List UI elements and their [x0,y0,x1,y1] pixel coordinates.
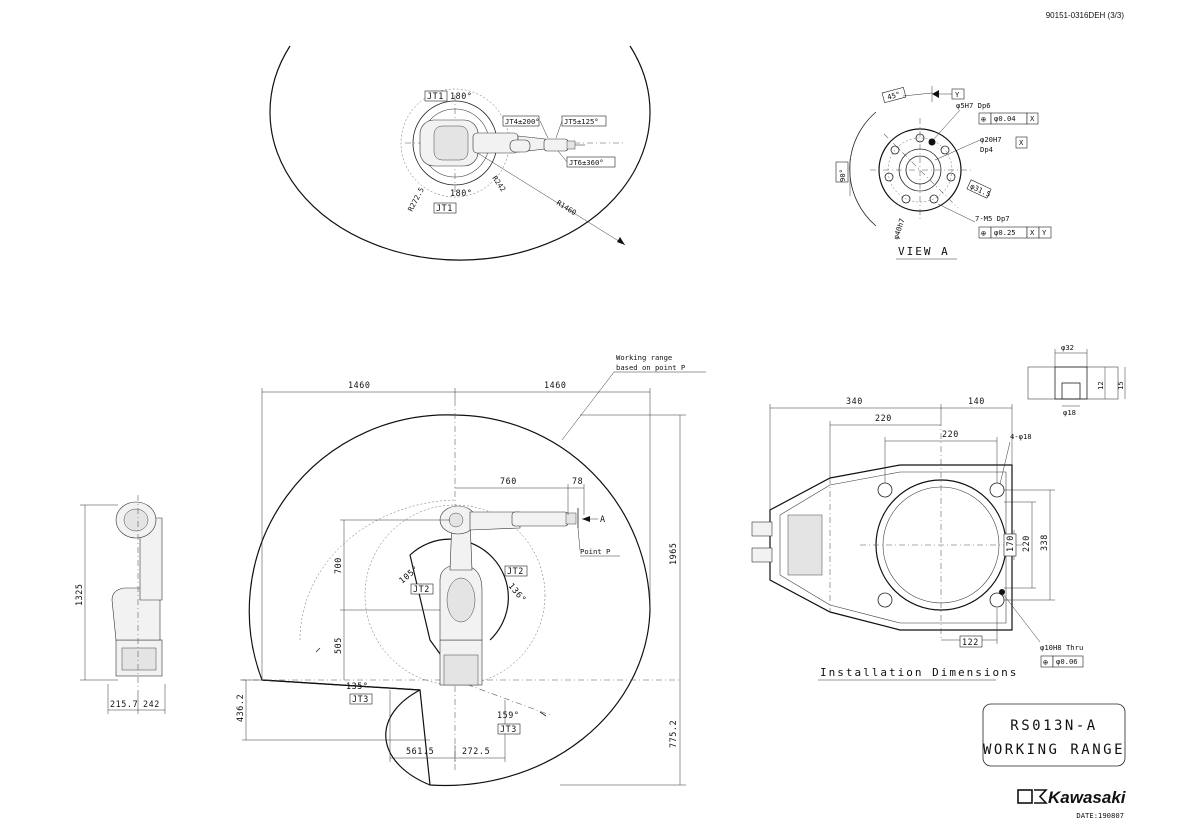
jt4-range: JT4±200° [505,117,540,126]
jt3-right: JT3 [500,724,517,734]
dia-outer: φ40h7 [891,217,906,240]
jt1-angle-top: 180° [450,91,473,101]
jt5-range: JT5±125° [564,117,599,126]
position-symbol-1: ⊕ [981,114,987,124]
arrow-a-label: A [600,514,606,524]
top-view: R1460 JT1 180° JT4±200° JT5±125° JT6±360… [269,45,651,261]
front-height: 1325 [74,583,84,606]
front-width-a: 215.7 [110,699,138,709]
kawasaki-logo: Kawasaki [1017,788,1127,807]
install-pin-tol: φ0.06 [1056,657,1078,666]
robot-top-body [419,119,585,167]
dim-1460-left: 1460 [348,380,371,390]
note-line-2: based on point P [616,363,685,372]
jt2-left: JT2 [413,584,430,594]
hole-2-ref: X [1019,138,1024,147]
dim-436: 436.2 [235,694,245,722]
position-symbol-pin: ⊕ [1043,657,1049,667]
connectors [751,478,831,612]
side-view: Working range based on point P 1460 1460… [235,353,706,787]
angle-45: 45° [886,90,901,102]
install-dim-220-mid: 220 [942,429,959,439]
hole-2-depth: Dp4 [980,145,993,154]
install-caption: Installation Dimensions [820,666,1018,679]
note-line-1: Working range [616,353,672,362]
tol-3-ref-1: X [1030,228,1035,237]
jt1-label-top: JT1 [427,91,444,101]
dim-760: 760 [500,476,517,486]
radius-inner-label: R242 [490,174,507,193]
install-dim-220-top: 220 [875,413,892,423]
dim-78: 78 [572,476,583,486]
radius-outer-label: R1460 [555,198,578,217]
hole-dia-bottom: φ18 [1063,408,1076,417]
point-p-label: Point P [580,547,610,556]
front-width-b: 242 [143,699,160,709]
tol-1: φ0.04 [994,114,1016,123]
dim-1965: 1965 [668,542,678,565]
tol-1-ref: X [1030,114,1035,123]
jt3-left: JT3 [352,694,369,704]
hole-2: φ20H7 [980,135,1002,144]
tol-3: φ0.25 [994,228,1016,237]
dim-561: 561.5 [406,746,434,756]
jt1-angle-bottom: 180° [450,188,473,198]
jt2-right: JT2 [507,566,524,576]
angle-90: 90° [838,169,847,182]
tap-spec: 7-M5 Dp7 [975,214,1010,223]
install-dim-140: 140 [968,396,985,406]
dim-1460-right: 1460 [544,380,567,390]
radius-base-label: R272.5 [406,186,426,213]
install-pin: φ10H8 Thru [1040,643,1083,652]
angle-136: 136° [506,581,528,605]
dim-775: 775.2 [668,720,678,748]
view-a-caption: VIEW A [898,245,950,258]
install-dim-122: 122 [962,637,979,647]
dim-700: 700 [333,557,343,574]
document-number: 90151-0316DEH (3/3) [1046,11,1125,20]
title-block: RS013N-A WORKING RANGE [982,703,1126,767]
angle-159: 159° [497,710,520,720]
hole-detail: φ32 φ18 12 15 [1027,343,1126,417]
title-line-2: WORKING RANGE [983,742,1125,758]
jt6-range: JT6±360° [569,158,604,167]
tol-3-ref-2: Y [1042,228,1047,237]
drawing-date: DATE:190807 [1076,811,1124,820]
angle-135: 135° [346,681,369,691]
angle-105: 105° [397,563,421,585]
title-line-1: RS013N-A [1010,718,1097,734]
hole-dia-top: φ32 [1061,343,1074,352]
dim-272: 272.5 [462,746,490,756]
datum-y: Y [955,90,960,99]
front-view: 1325 215.7 242 [74,495,166,714]
position-symbol-3: ⊕ [981,228,987,238]
hole-depth-b: 15 [1116,381,1125,390]
hole-depth-a: 12 [1096,381,1105,390]
install-dim-220-v: 220 [1021,535,1031,552]
brand-name: Kawasaki [1048,788,1127,807]
bolt-holes [884,133,956,204]
hole-1: φ5H7 Dp6 [956,101,991,110]
installation-view: 340 140 220 220 4-φ18 338 220 170 122 φ1… [751,396,1084,681]
install-dim-340: 340 [846,396,863,406]
install-dim-338: 338 [1039,534,1049,551]
jt1-label-bottom: JT1 [436,203,453,213]
install-holes: 4-φ18 [1010,432,1032,441]
robot-side-body [439,505,579,686]
dim-505: 505 [333,637,343,654]
view-a: 90° 45° Y φ5H7 Dp6 ⊕ φ0 [835,86,1052,260]
install-dim-170: 170 [1005,535,1015,552]
